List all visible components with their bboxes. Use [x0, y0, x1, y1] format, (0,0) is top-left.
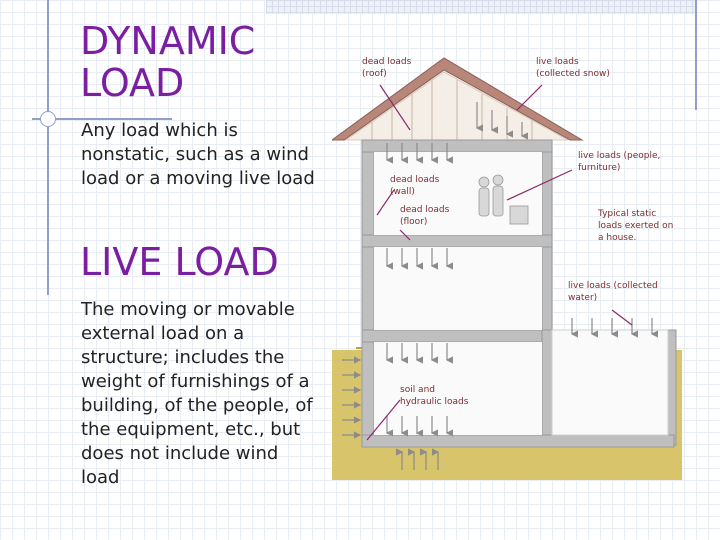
label-dead-wall-line1: dead loads: [390, 175, 440, 185]
label-live-snow-line2: (collected snow): [536, 69, 610, 79]
right-wall-lower: [667, 329, 677, 446]
label-static-note: Typical static loads exerted on a house.: [597, 209, 676, 243]
label-dead-floor-line2: (floor): [400, 217, 427, 227]
roof-floor: [361, 139, 553, 153]
interior-wall: [541, 329, 553, 446]
label-dead-loads-wall: dead loads (wall): [390, 175, 442, 197]
label-dead-roof-line2: (roof): [362, 69, 387, 79]
definition-live-load: The moving or movable external load on a…: [81, 299, 313, 488]
heading-dynamic-load: DYNAMIC LOAD: [80, 20, 255, 104]
label-static-line3: a house.: [598, 233, 636, 243]
roof: [332, 57, 584, 141]
heading-live-load: LIVE LOAD: [80, 240, 279, 284]
heading-dynamic-load-line1: DYNAMIC: [80, 19, 256, 63]
label-soil-hydraulic: soil and hydraulic loads: [400, 385, 469, 407]
decor-vertical-line: [47, 0, 49, 295]
label-live-snow-line1: live loads: [536, 57, 579, 67]
label-live-water-line1: live loads (collected: [568, 281, 658, 291]
house-loads-diagram: dead loads (roof) live loads (collected …: [332, 57, 682, 480]
label-live-loads-people: live loads (people, furniture): [578, 151, 663, 173]
left-wall: [361, 139, 375, 446]
decor-right-line: [695, 0, 697, 110]
definition-dynamic-load: Any load which is nonstatic, such as a w…: [81, 120, 315, 189]
label-dead-wall-line2: (wall): [390, 187, 415, 197]
second-floor: [361, 234, 553, 248]
label-dead-floor-line1: dead loads: [400, 205, 450, 215]
label-live-loads-water: live loads (collected water): [568, 281, 661, 303]
label-live-water-line2: water): [568, 293, 597, 303]
label-live-loads-snow: live loads (collected snow): [536, 57, 610, 79]
top-decor-band: [266, 0, 696, 14]
label-dead-roof-line1: dead loads: [362, 57, 412, 67]
heading-dynamic-load-line2: LOAD: [80, 61, 185, 105]
decor-circle: [40, 111, 56, 127]
label-live-people-line1: live loads (people,: [578, 151, 660, 161]
label-static-line2: loads exerted on: [598, 221, 673, 231]
label-soil-line2: hydraulic loads: [400, 397, 469, 407]
label-dead-loads-roof: dead loads (roof): [362, 57, 414, 79]
label-soil-line1: soil and: [400, 385, 435, 395]
label-static-line1: Typical static: [597, 209, 656, 219]
decor-horizontal-line: [32, 118, 172, 120]
label-live-people-line2: furniture): [578, 163, 620, 173]
label-dead-loads-floor: dead loads (floor): [400, 205, 452, 227]
basement-floor: [361, 434, 675, 448]
